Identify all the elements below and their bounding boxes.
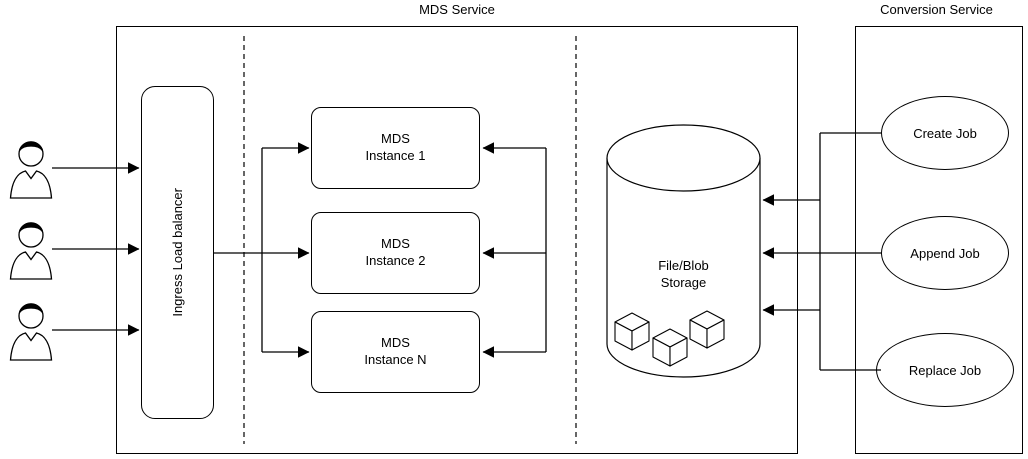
append-job-label: Append Job — [910, 245, 980, 261]
storage-label-line1: File/Blob — [658, 258, 709, 273]
mds-instance-2-node: MDS Instance 2 — [311, 212, 480, 294]
append-job-node: Append Job — [881, 216, 1009, 290]
replace-job-node: Replace Job — [876, 333, 1014, 407]
storage-label-line2: Storage — [660, 275, 707, 290]
storage-label: File/Blob Storage — [613, 257, 754, 291]
user-icon — [9, 222, 53, 280]
mds-service-title: MDS Service — [419, 2, 495, 17]
mds-instance-n-label-line1: MDS — [381, 335, 410, 351]
mds-instance-2-label-line1: MDS — [381, 236, 410, 252]
mds-instance-1-label-line1: MDS — [381, 131, 410, 147]
mds-instance-1-node: MDS Instance 1 — [311, 107, 480, 189]
mds-instance-1-label-line2: Instance 1 — [365, 148, 426, 163]
create-job-node: Create Job — [881, 96, 1009, 170]
conversion-service-container — [855, 26, 1023, 454]
conversion-service-title: Conversion Service — [880, 2, 993, 17]
user-icon — [9, 141, 53, 199]
user-icon — [9, 303, 53, 361]
mds-instance-n-node: MDS Instance N — [311, 311, 480, 393]
create-job-label: Create Job — [913, 125, 977, 141]
mds-instance-2-label-line2: Instance 2 — [365, 253, 426, 268]
mds-instance-n-label-line2: Instance N — [364, 352, 427, 367]
mds-service-container — [116, 26, 798, 454]
load-balancer-label: Ingress Load balancer — [170, 188, 185, 317]
replace-job-label: Replace Job — [908, 362, 982, 378]
ingress-load-balancer-node: Ingress Load balancer — [141, 86, 214, 419]
